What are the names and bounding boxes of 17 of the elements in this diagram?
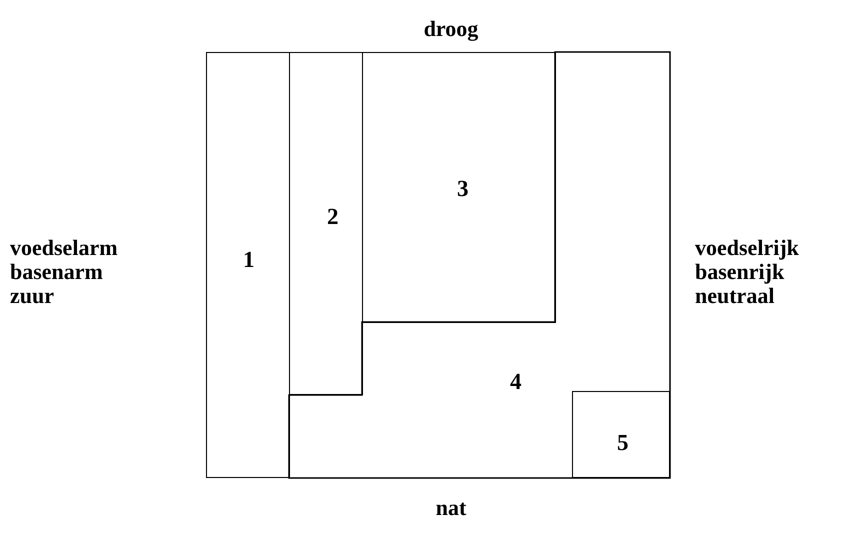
axis-label: basenrijk bbox=[695, 261, 784, 283]
axis-label: droog bbox=[424, 18, 478, 40]
region-number: 1 bbox=[243, 248, 254, 271]
axis-label: basenarm bbox=[10, 261, 103, 283]
region-box bbox=[289, 52, 363, 395]
region-box bbox=[362, 52, 556, 323]
region-number: 5 bbox=[617, 431, 628, 454]
axis-label: nat bbox=[436, 497, 466, 519]
region-number: 3 bbox=[457, 177, 468, 200]
region-number: 4 bbox=[510, 370, 522, 393]
axis-label: zuur bbox=[10, 285, 54, 307]
axis-label: voedselarm bbox=[10, 237, 118, 259]
axis-label: neutraal bbox=[695, 285, 774, 307]
axis-label: voedselrijk bbox=[695, 237, 799, 259]
region-box bbox=[206, 52, 290, 478]
region-number: 2 bbox=[327, 205, 338, 228]
region-box bbox=[572, 391, 670, 478]
